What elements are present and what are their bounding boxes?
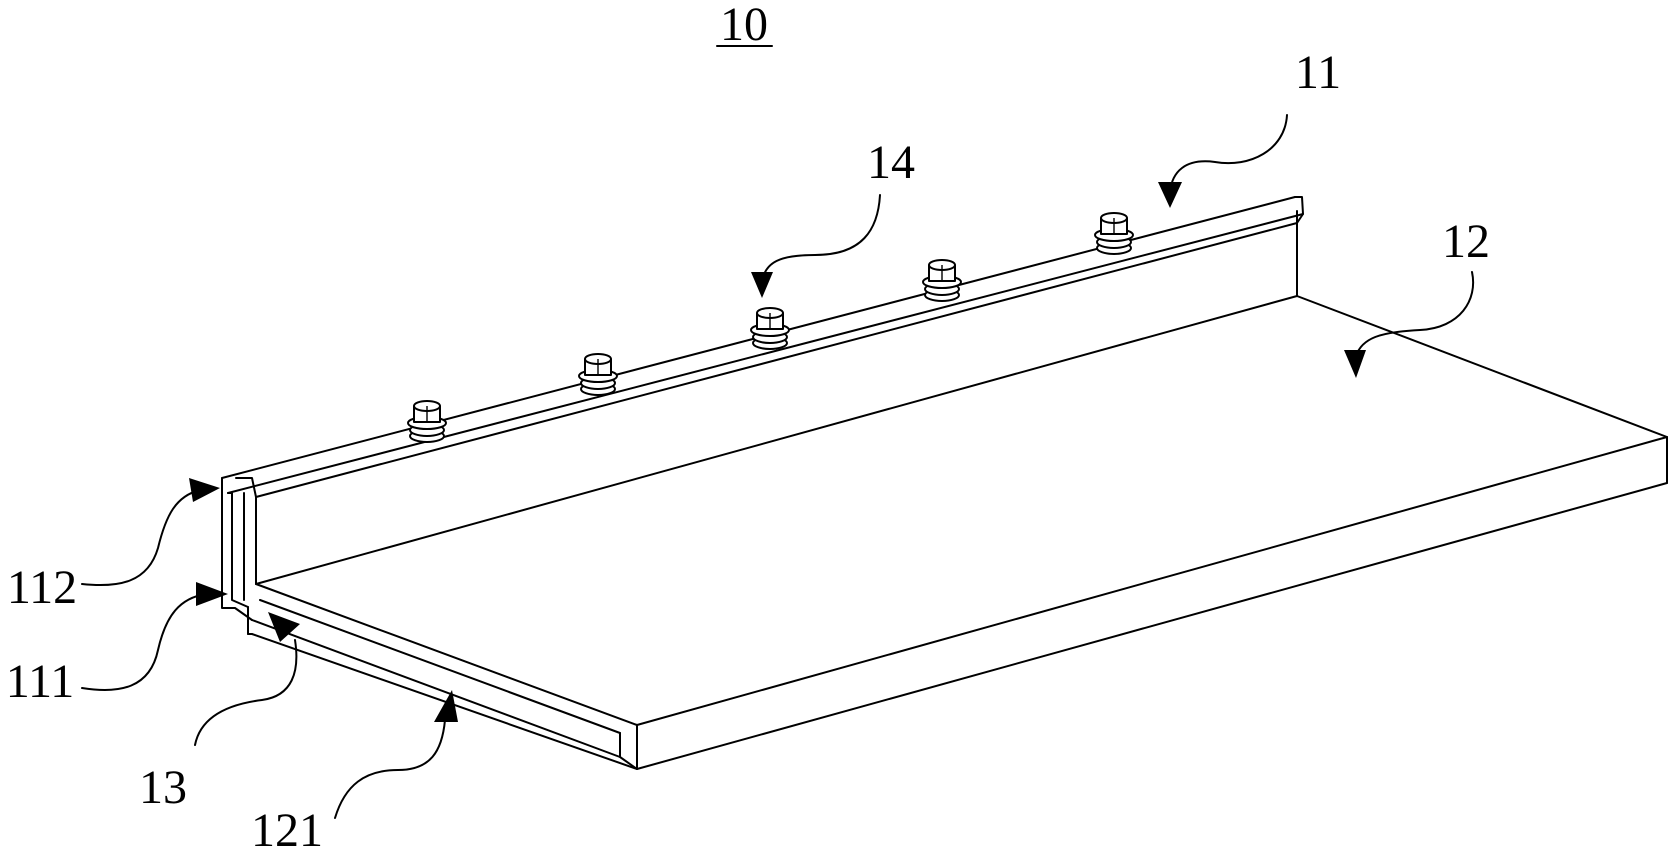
callout-13: 13 [139, 761, 187, 814]
bolt [922, 259, 962, 302]
rail-end-profile-outer [221, 477, 253, 621]
leader-13 [194, 612, 300, 746]
callout-112: 112 [7, 561, 77, 614]
plate-body [247, 295, 1668, 770]
rail-top-back-edge [227, 213, 1304, 494]
leader-14 [751, 194, 881, 298]
bolt [407, 400, 447, 443]
leader-112 [81, 478, 220, 587]
rail-top-end [1294, 196, 1304, 224]
leader-12 [1344, 271, 1475, 378]
plate-right-back-edge [1296, 295, 1668, 438]
bolt [1094, 212, 1134, 255]
callout-14: 14 [867, 136, 915, 189]
plate-front-top-edge [636, 436, 1668, 726]
callout-121: 121 [251, 804, 323, 851]
leader-121 [334, 690, 458, 819]
plate-left-top [255, 583, 638, 726]
rail-end-lip [235, 477, 257, 585]
bolt-group [407, 212, 1134, 443]
rail-body [221, 196, 1304, 621]
leader-11 [1158, 114, 1288, 208]
plate-left-inner-bottom [251, 619, 621, 758]
callout-11: 11 [1295, 46, 1341, 99]
leader-111 [81, 582, 228, 691]
plate-left-bottom [247, 633, 638, 770]
callout-111: 111 [6, 655, 74, 708]
bolt [750, 307, 790, 350]
plate-end-face [619, 724, 638, 770]
bolt [578, 353, 618, 396]
callout-12: 12 [1442, 215, 1490, 268]
plate-left-inner-top [259, 599, 621, 734]
assembly-label: 10 [720, 0, 768, 51]
plate-front-bottom-edge [636, 482, 1668, 770]
rail-end-profile-inner [227, 492, 249, 608]
rail-front-face-line [255, 222, 1298, 498]
plate-back-edge [255, 295, 1298, 585]
